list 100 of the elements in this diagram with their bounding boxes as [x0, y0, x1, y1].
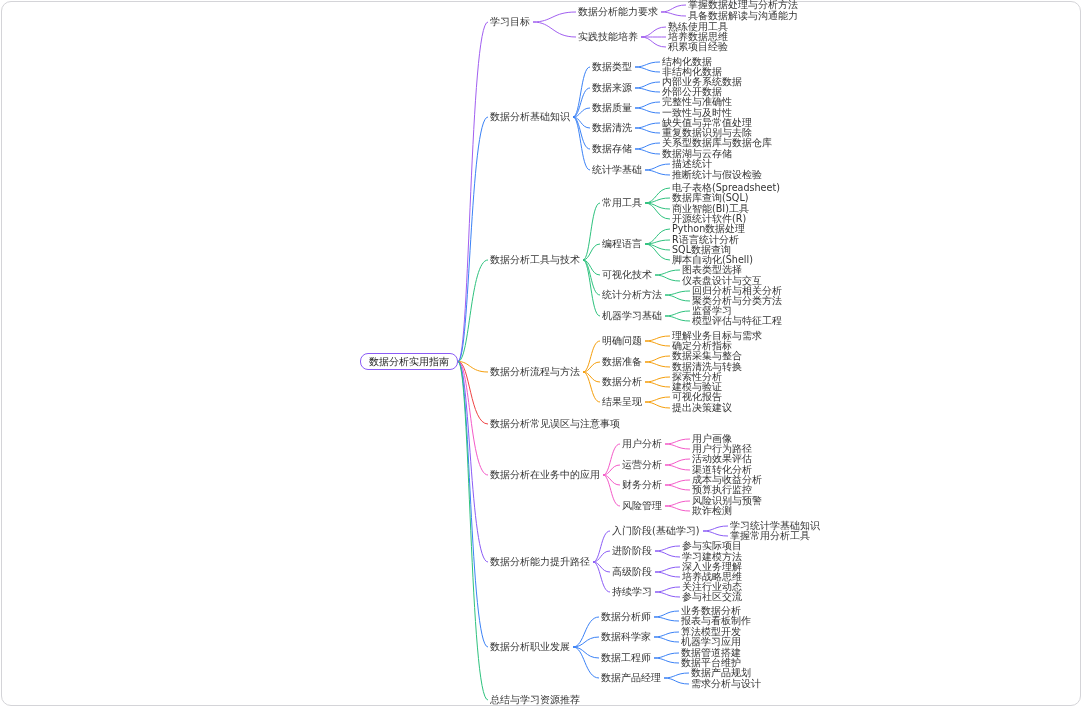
- topic-text: 探索性分析: [672, 372, 722, 382]
- topic-text: 欺诈检测: [692, 506, 732, 516]
- connector-line: [532, 21, 577, 38]
- connector-line: [664, 294, 691, 302]
- topic-text: 数据湖与云存储: [662, 149, 732, 159]
- topic-text: 财务分析: [622, 480, 662, 490]
- connector-line: [664, 458, 691, 466]
- connector-line: [532, 11, 577, 23]
- connector-line: [654, 586, 681, 593]
- connector-line: [664, 310, 691, 317]
- connector-line: [457, 259, 489, 362]
- topic-text: 总结与学习资源推荐: [490, 695, 580, 705]
- connector-line: [457, 361, 489, 373]
- topic-text: 入门阶段(基础学习): [612, 526, 700, 536]
- connector-line: [664, 290, 691, 296]
- connector-line: [660, 4, 687, 13]
- topic-text: 数据来源: [592, 83, 632, 93]
- connector-line: [602, 474, 621, 507]
- topic-text: 活动效果评估: [692, 454, 752, 464]
- topic-text: 报表与看板制作: [681, 616, 751, 626]
- connector-line: [660, 11, 687, 17]
- connector-line: [457, 361, 489, 476]
- topic-text: 可视化技术: [602, 270, 652, 280]
- topic-text: 数据库查询(SQL): [672, 193, 749, 203]
- topic-text: 数据分析师: [601, 612, 651, 622]
- topic-text: 渠道转化分析: [692, 465, 752, 475]
- topic-text: 重复数据识别与去除: [662, 128, 752, 138]
- connector-line: [634, 148, 661, 155]
- connector-line: [663, 672, 690, 679]
- topic-text: SQL数据查询: [672, 245, 731, 255]
- topic-text: 数据清洗与转换: [672, 362, 742, 372]
- connector-line: [572, 116, 591, 150]
- connector-line: [457, 361, 489, 701]
- topic-text: 电子表格(Spreadsheet): [672, 183, 780, 193]
- connector-line: [654, 545, 681, 552]
- connector-line: [644, 355, 671, 363]
- connector-line: [702, 525, 729, 532]
- topic-text: 统计学基础: [592, 165, 642, 175]
- topic-text: 图表类型选择: [682, 265, 742, 275]
- connector-line: [457, 116, 489, 362]
- topic-text: 用户行为路径: [692, 444, 752, 454]
- topic-text: 确定分析指标: [672, 341, 732, 351]
- connector-line: [644, 202, 671, 220]
- topic-text: 数据分析能力提升路径: [490, 557, 590, 567]
- connector-line: [582, 259, 601, 317]
- topic-text: 完整性与准确性: [662, 97, 732, 107]
- topic-text: 数据分析常见误区与注意事项: [490, 419, 620, 429]
- connector-line: [634, 87, 661, 93]
- topic-text: 关注行业动态: [682, 582, 742, 592]
- connector-line: [582, 202, 601, 261]
- topic-text: 开源统计软件(R): [672, 214, 747, 224]
- topic-text: 算法模型开发: [681, 627, 741, 637]
- connector-line: [654, 274, 681, 282]
- connector-line: [654, 269, 681, 276]
- connector-line: [582, 371, 601, 403]
- connector-line: [582, 259, 601, 296]
- topic-text: 风险识别与预警: [692, 496, 762, 506]
- connector-line: [664, 443, 691, 450]
- connector-line: [664, 484, 691, 491]
- topic-text: 参与社区交流: [682, 592, 742, 602]
- connector-line: [640, 36, 667, 38]
- topic-text: 常用工具: [602, 198, 642, 208]
- connector-line: [634, 61, 661, 68]
- connector-line: [582, 361, 601, 373]
- topic-text: 掌握数据处理与分析方法: [688, 0, 798, 10]
- topic-text: 结构化数据: [662, 57, 712, 67]
- topic-text: 数据工程师: [601, 653, 651, 663]
- topic-text: 外部公开数据: [662, 87, 722, 97]
- topic-text: 编程语言: [602, 239, 642, 249]
- topic-text: 数据分析: [602, 377, 642, 387]
- connector-line: [654, 571, 681, 578]
- connector-line: [644, 335, 671, 342]
- connector-line: [582, 340, 601, 373]
- topic-text: 数据采集与整合: [672, 351, 742, 361]
- topic-text: 数据管道搭建: [681, 648, 741, 658]
- topic-text: 结果呈现: [602, 397, 642, 407]
- topic-text: 数据科学家: [601, 632, 651, 642]
- connector-line: [664, 438, 691, 445]
- connector-line: [457, 361, 489, 648]
- topic-text: 数据分析能力要求: [578, 7, 658, 17]
- connector-line: [664, 505, 691, 512]
- connector-line: [634, 81, 661, 89]
- topic-text: R语言统计分析: [672, 235, 739, 245]
- connector-line: [457, 361, 489, 563]
- topic-text: 学习目标: [490, 17, 530, 27]
- topic-text: 学习统计学基础知识: [730, 521, 820, 531]
- topic-text: 数据分析基础知识: [490, 112, 570, 122]
- topic-text: 数据分析在业务中的应用: [490, 470, 600, 480]
- topic-text: 提出决策建议: [672, 403, 732, 413]
- topic-text: 风险管理: [622, 501, 662, 511]
- topic-text: 内部业务系统数据: [662, 77, 742, 87]
- connector-line: [653, 610, 680, 618]
- topic-text: 用户画像: [692, 434, 732, 444]
- topic-text: 模型评估与特征工程: [692, 316, 782, 326]
- connector-line: [582, 243, 601, 261]
- topic-text: 进阶阶段: [612, 546, 652, 556]
- topic-text: 推断统计与假设检验: [672, 170, 762, 180]
- connector-line: [654, 550, 681, 558]
- topic-text: 机器学习基础: [602, 311, 662, 321]
- connector-line: [640, 36, 667, 48]
